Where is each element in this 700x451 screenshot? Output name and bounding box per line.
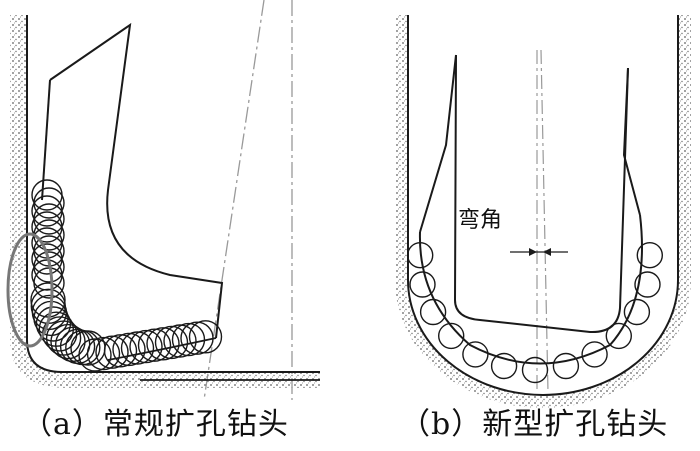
panel-a-diagram bbox=[6, 0, 320, 401]
cutter-circle bbox=[137, 328, 172, 362]
cutter-circle bbox=[521, 356, 549, 384]
cutter-circle bbox=[636, 241, 663, 269]
cutter-circle bbox=[112, 332, 146, 367]
cutter-circle bbox=[438, 322, 465, 350]
panel-b-bend-angle-marker bbox=[510, 248, 568, 256]
panel-b-caption: （b）新型扩孔钻头 bbox=[400, 407, 669, 442]
cutter-circle bbox=[103, 334, 138, 368]
panel-b-formation bbox=[395, 15, 691, 408]
cutter-circle bbox=[35, 306, 72, 342]
cutter-circle bbox=[120, 331, 155, 365]
panel-a-bit-shank bbox=[41, 79, 51, 201]
cutter-circle bbox=[462, 341, 489, 368]
panel-b-bit-crown bbox=[418, 214, 643, 365]
cutter-circle bbox=[409, 271, 436, 298]
cutter-circle bbox=[634, 271, 661, 298]
cutter-circle bbox=[581, 341, 608, 368]
cutter-circle bbox=[86, 336, 121, 371]
panel-a-hole-wall bbox=[26, 15, 320, 373]
cutter-circle bbox=[490, 352, 518, 380]
panel-b-hole-wall bbox=[407, 15, 679, 396]
cutter-circle bbox=[171, 322, 206, 357]
cutter-circle bbox=[78, 338, 112, 372]
panel-a-center-line-left bbox=[203, 0, 265, 401]
panel-b-diagram: 弯角 bbox=[395, 15, 691, 408]
cutter-circle bbox=[623, 298, 651, 326]
cutter-circle bbox=[129, 329, 163, 364]
panel-b-bit-inner bbox=[453, 54, 629, 334]
cutter-circle bbox=[188, 320, 223, 354]
cutter-circle bbox=[163, 324, 197, 358]
panel-b-bit-outer bbox=[419, 54, 641, 233]
cutter-circle bbox=[552, 352, 580, 380]
panel-b-cutter-chain bbox=[407, 241, 663, 384]
cutter-circle bbox=[95, 335, 129, 369]
cutter-circle bbox=[605, 322, 632, 350]
cutter-circle bbox=[154, 325, 189, 360]
cutter-circle bbox=[180, 321, 214, 355]
panel-a-caption: （a）常规扩孔钻头 bbox=[22, 407, 289, 442]
panel-a-bit-body bbox=[49, 22, 224, 339]
cutter-circle bbox=[146, 327, 180, 361]
cutter-circle bbox=[50, 323, 86, 360]
panel-b-center-line-tilted bbox=[540, 49, 549, 393]
panel-a-wear-ellipse bbox=[6, 232, 54, 348]
panel-a-cutter-chain bbox=[30, 179, 223, 372]
panel-b-bend-angle-label: 弯角 bbox=[458, 208, 502, 233]
cutter-circle bbox=[407, 241, 434, 269]
panel-a-formation bbox=[10, 15, 320, 388]
cutter-circle bbox=[419, 298, 447, 326]
